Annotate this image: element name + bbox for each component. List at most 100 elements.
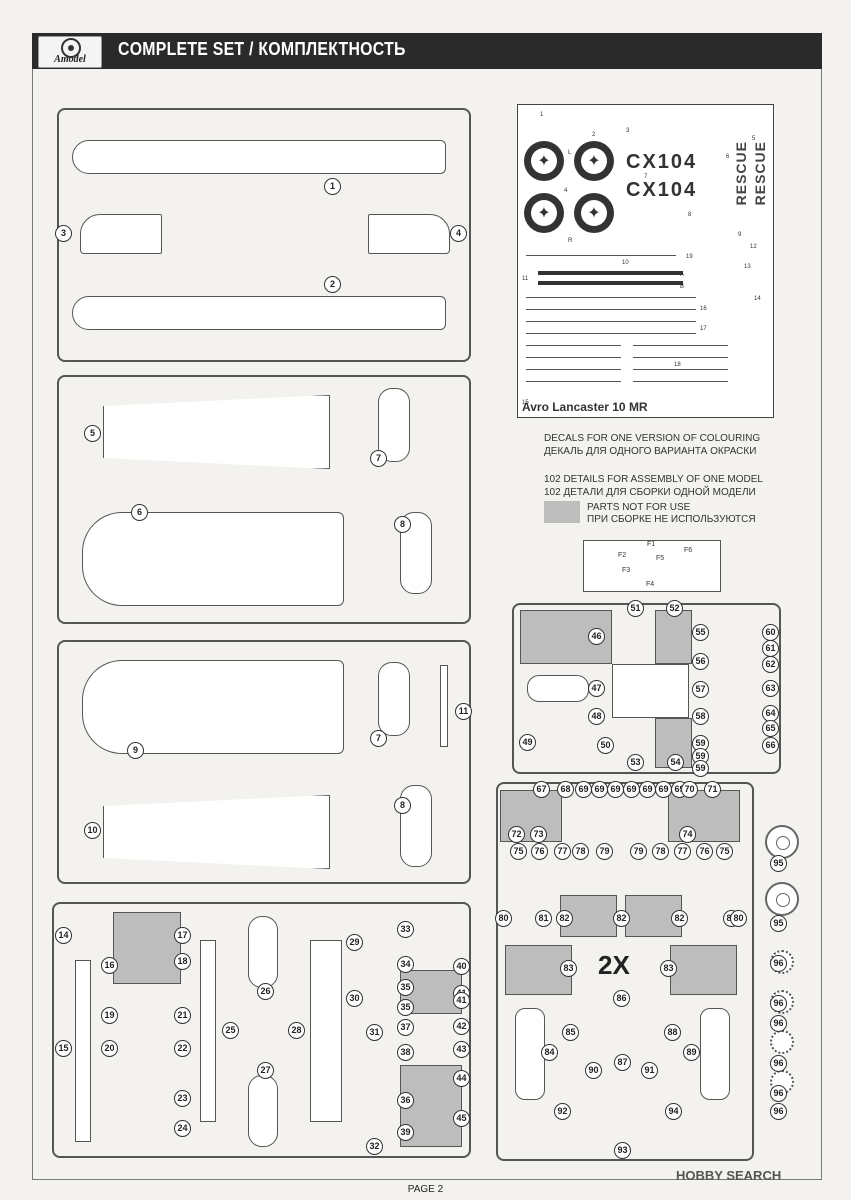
part-number-80: 80 <box>730 910 747 927</box>
part-number-90: 90 <box>585 1062 602 1079</box>
part-number-96: 96 <box>770 1015 787 1032</box>
photo-etch-fret: F1 F2 F3 F4 F5 F6 <box>583 540 721 592</box>
part-number-95: 95 <box>770 855 787 872</box>
part-number-69: 69 <box>655 781 672 798</box>
part-number-86: 86 <box>613 990 630 1007</box>
part-number-30: 30 <box>346 990 363 1007</box>
part-number-17: 17 <box>174 927 191 944</box>
part-number-92: 92 <box>554 1103 571 1120</box>
part-number-47: 47 <box>588 680 605 697</box>
part-number-85: 85 <box>562 1024 579 1041</box>
stripe-decal <box>538 271 683 275</box>
part-number-54: 54 <box>667 754 684 771</box>
sprue-wing-b <box>57 375 471 624</box>
part-number-80: 80 <box>495 910 512 927</box>
part-number-65: 65 <box>762 720 779 737</box>
part-number-18: 18 <box>174 953 191 970</box>
canopy-part <box>527 675 589 702</box>
pe-label: F6 <box>684 547 693 554</box>
part-number-50: 50 <box>597 737 614 754</box>
stripe-decal <box>633 381 728 382</box>
decal-marker-16: 16 <box>700 306 707 312</box>
part-number-8: 8 <box>394 516 411 533</box>
part-number-25: 25 <box>222 1022 239 1039</box>
part-number-68: 68 <box>557 781 574 798</box>
decal-marker-1: 1 <box>540 112 544 118</box>
part-number-96: 96 <box>770 1103 787 1120</box>
unused-part <box>113 912 181 984</box>
part-number-67: 67 <box>533 781 550 798</box>
floor-part <box>310 940 342 1122</box>
roundel-icon <box>574 193 614 233</box>
part-number-63: 63 <box>762 680 779 697</box>
long-part <box>200 940 216 1122</box>
decal-marker-10: 10 <box>622 260 629 266</box>
legend-note-ru: ПРИ СБОРКЕ НЕ ИСПОЛЬЗУЮТСЯ <box>587 514 756 525</box>
part-number-35: 35 <box>397 999 414 1016</box>
part-number-75: 75 <box>716 843 733 860</box>
decals-note-ru: ДЕКАЛЬ ДЛЯ ОДНОГО ВАРИАНТА ОКРАСКИ <box>544 446 757 457</box>
pe-label: F4 <box>646 581 655 588</box>
legend-swatch <box>544 501 580 523</box>
part-number-43: 43 <box>453 1041 470 1058</box>
decal-marker-14: 14 <box>754 296 761 302</box>
wheel-part <box>765 825 799 859</box>
brand-logo: Amodel <box>38 36 102 68</box>
page-frame <box>32 69 822 1180</box>
stripe-decal <box>538 281 683 285</box>
unused-part <box>670 945 737 995</box>
part-number-2: 2 <box>324 276 341 293</box>
part-number-6: 6 <box>131 504 148 521</box>
part-number-53: 53 <box>627 754 644 771</box>
bulkhead-part <box>248 1075 278 1147</box>
decal-marker-15: 15 <box>522 400 529 406</box>
part-number-11: 11 <box>455 703 472 720</box>
part-number-69: 69 <box>591 781 608 798</box>
stripe-decal <box>633 345 728 346</box>
part-number-15: 15 <box>55 1040 72 1057</box>
part-number-46: 46 <box>588 628 605 645</box>
decal-sheet: CX104 CX104 RESCUE RESCUE Avro Lancaster… <box>517 104 774 418</box>
decal-marker-18: 18 <box>674 362 681 368</box>
part-number-58: 58 <box>692 708 709 725</box>
gear-leg-part <box>700 1008 730 1100</box>
pe-label: F3 <box>622 567 631 574</box>
decal-marker-3: 3 <box>626 128 630 134</box>
decal-marker-13: 13 <box>744 264 751 270</box>
nacelle-part <box>80 214 162 254</box>
nacelle-part <box>368 214 450 254</box>
part-number-24: 24 <box>174 1120 191 1137</box>
stripe-decal <box>633 357 728 358</box>
part-number-82: 82 <box>613 910 630 927</box>
part-number-32: 32 <box>366 1138 383 1155</box>
part-number-73: 73 <box>530 826 547 843</box>
roundel-icon <box>524 193 564 233</box>
tail-wheel-part <box>770 1030 794 1054</box>
decal-marker-12: 12 <box>750 244 757 250</box>
sprue-wing-c <box>57 640 471 884</box>
part-number-61: 61 <box>762 640 779 657</box>
decal-marker-5: 5 <box>752 136 756 142</box>
decal-side-label: A <box>680 272 685 278</box>
pe-label: F1 <box>647 541 656 548</box>
wing-panel-part <box>103 395 330 469</box>
decal-marker-17: 17 <box>700 326 707 332</box>
part-number-49: 49 <box>519 734 536 751</box>
part-number-48: 48 <box>588 708 605 725</box>
part-number-5: 5 <box>84 425 101 442</box>
part-number-52: 52 <box>666 600 683 617</box>
pe-label: F5 <box>656 555 665 562</box>
part-number-75: 75 <box>510 843 527 860</box>
decal-marker-2: 2 <box>592 132 596 138</box>
decal-marker-11: 11 <box>522 276 529 282</box>
roundel-icon <box>574 141 614 181</box>
part-number-7: 7 <box>370 730 387 747</box>
part-number-34: 34 <box>397 956 414 973</box>
part-number-69: 69 <box>575 781 592 798</box>
part-number-29: 29 <box>346 934 363 951</box>
part-number-9: 9 <box>127 742 144 759</box>
part-number-35: 35 <box>397 979 414 996</box>
part-number-4: 4 <box>450 225 467 242</box>
logo-text: Amodel <box>54 54 86 65</box>
part-number-84: 84 <box>541 1044 558 1061</box>
